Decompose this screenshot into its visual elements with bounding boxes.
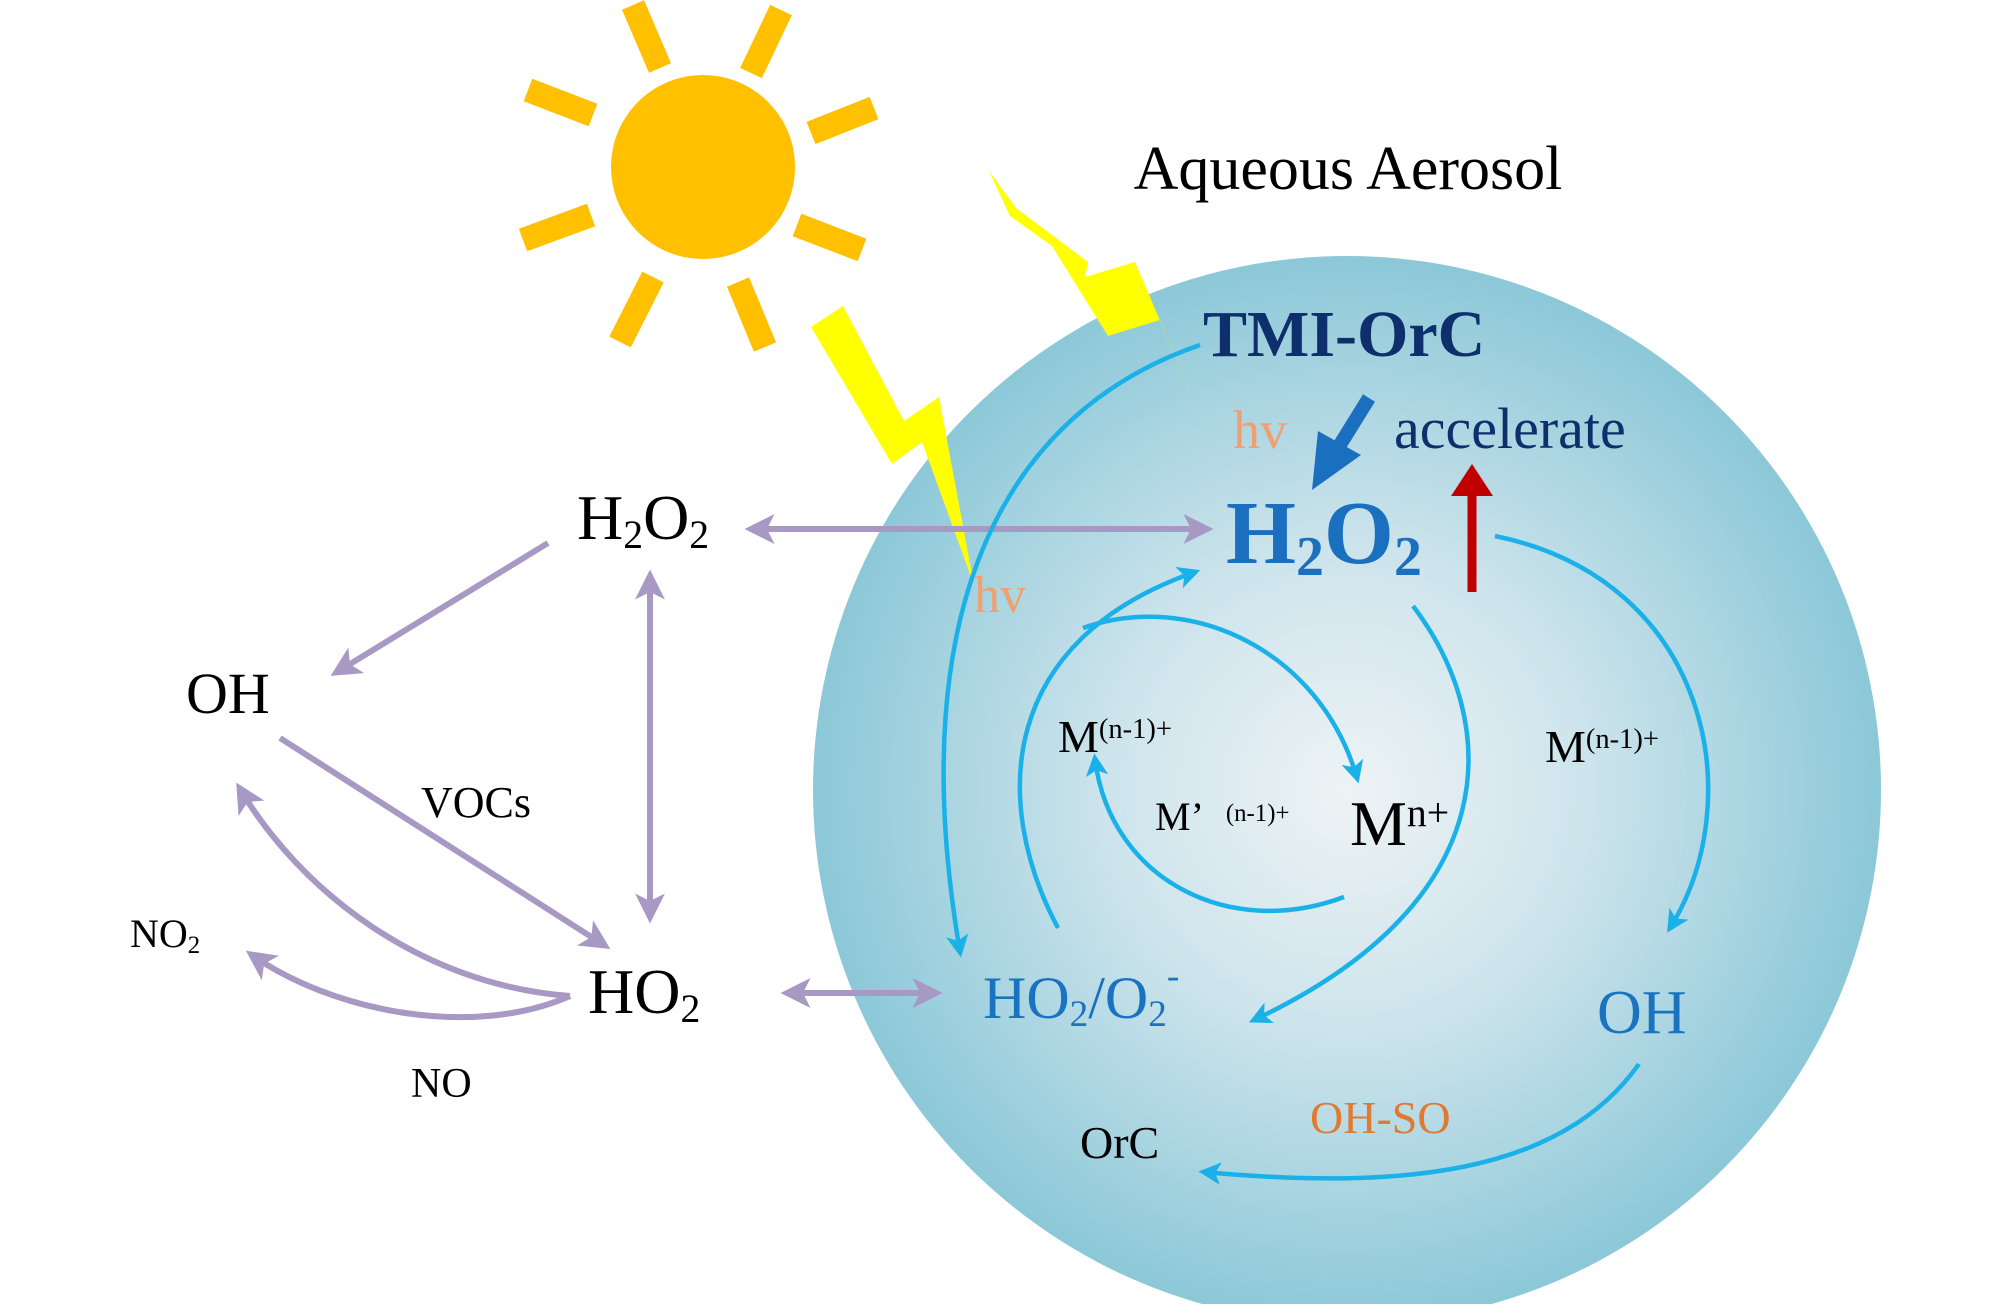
- m-n1-left-label: M(n-1)+: [1058, 711, 1172, 762]
- m-n-label: Mn+: [1350, 788, 1449, 859]
- ho2-o2-label: HO2/O2-: [983, 956, 1179, 1035]
- no-label: NO: [411, 1061, 472, 1107]
- arrow-cycle-bottom: [1085, 753, 1345, 914]
- hv-label-upper: hv: [1233, 400, 1287, 460]
- aqueous-phase-arrows: [941, 342, 1711, 1185]
- m-n1-right-label: M(n-1)+: [1545, 721, 1659, 772]
- lightning-bolt-icon: [989, 171, 1208, 433]
- arrow-ho2o2-to-h2o2: [1017, 566, 1201, 930]
- accelerate-arrow: [1451, 464, 1493, 592]
- aq-h2o2-label: H2O2: [1226, 484, 1422, 588]
- gas-ho2-label: HO2: [588, 956, 700, 1031]
- no2-label: NO2: [130, 911, 200, 959]
- aq-oh-label: OH: [1597, 979, 1687, 1047]
- hv-label-lower: hv: [974, 567, 1026, 624]
- oh-so-label: OH-SO: [1310, 1092, 1451, 1143]
- arrow-oh-to-ho2: [278, 735, 611, 950]
- sun-icon: [518, 0, 879, 352]
- arrow-ho2-to-no2: [245, 950, 572, 1021]
- arrow-oh-to-orc: [1198, 1062, 1641, 1185]
- vocs-label: VOCs: [421, 778, 531, 827]
- arrow-cycle-top: [1082, 614, 1364, 784]
- aerosol-droplet: [813, 256, 1881, 1304]
- gas-h2o2-label: H2O2: [577, 482, 709, 557]
- m-prime-label: M’(n-1)+: [1155, 794, 1289, 839]
- orc-label: OrC: [1080, 1117, 1159, 1168]
- arrow-h2o2-to-oh: [330, 540, 550, 676]
- arrow-h2o2-to-ho2o2: [1248, 604, 1471, 1024]
- gas-oh-label: OH: [186, 661, 270, 726]
- diagram-title: Aqueous Aerosol: [1134, 135, 1563, 203]
- tmi-orc-label: TMI-OrC: [1203, 298, 1485, 371]
- lightning-bolt-icon: [811, 306, 974, 585]
- tmi-to-h2o2-arrow: [1312, 394, 1375, 490]
- arrow-tmi-to-ho2o2: [941, 342, 1201, 958]
- arrow-ho2-to-oh: [236, 782, 571, 999]
- accelerate-label: accelerate: [1394, 396, 1626, 461]
- gas-phase-arrows: [236, 514, 1214, 1021]
- arrow-h2o2-to-oh: [1494, 533, 1711, 933]
